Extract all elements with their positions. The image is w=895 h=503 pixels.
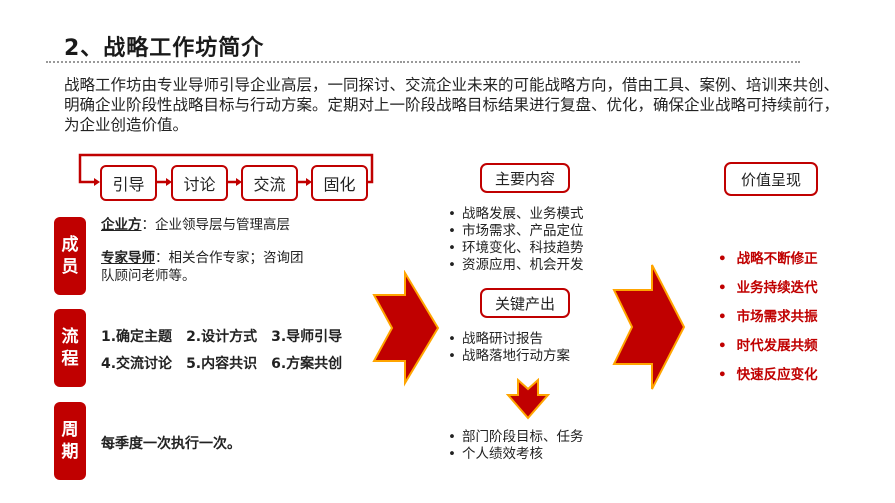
cycle-step-discuss: 讨论 <box>171 165 228 201</box>
process-step: 5.内容共识 <box>186 356 258 372</box>
value-item: 战略不断修正 <box>718 247 818 276</box>
member-expert: 专家导师：相关合作专家；咨询团队顾问老师等。 <box>101 249 311 285</box>
member-enterprise: 企业方：企业领导层与管理高层 <box>101 216 290 234</box>
cycle-step-guide: 引导 <box>100 165 157 201</box>
cycle-step-solidify: 固化 <box>311 165 368 201</box>
process-tag: 流 程 <box>54 309 86 387</box>
value-item: 市场需求共振 <box>718 305 818 334</box>
members-tag-char: 员 <box>61 257 79 277</box>
main-content-item: 环境变化、科技趋势 <box>448 240 584 257</box>
members-tag: 成 员 <box>54 217 86 295</box>
key-output-list: 战略研讨报告 战略落地行动方案 <box>448 331 570 365</box>
process-step: 3.导师引导 <box>271 329 343 345</box>
key-output-sub-list: 部门阶段目标、任务 个人绩效考核 <box>448 429 584 463</box>
value-header: 价值呈现 <box>724 162 818 196</box>
member-expert-value: ：相关合作专家；咨询团队顾问老师等。 <box>101 250 304 284</box>
arrow-right-icon-2 <box>612 264 686 390</box>
value-item: 时代发展共频 <box>718 334 818 363</box>
members-tag-char: 成 <box>61 235 79 255</box>
process-step: 2.设计方式 <box>186 329 258 345</box>
process-tag-char: 程 <box>61 349 79 369</box>
arrow-right-icon <box>372 270 440 387</box>
key-output-item: 战略落地行动方案 <box>448 348 570 365</box>
cycle-step-exchange: 交流 <box>241 165 298 201</box>
process-tag-char: 流 <box>61 327 79 347</box>
key-output-header: 关键产出 <box>480 288 570 318</box>
process-row-1: 1.确定主题 2.设计方式 3.导师引导 <box>101 326 356 346</box>
process-row-2: 4.交流讨论 5.内容共识 6.方案共创 <box>101 353 356 373</box>
main-content-list: 战略发展、业务模式 市场需求、产品定位 环境变化、科技趋势 资源应用、机会开发 <box>448 206 584 274</box>
title-divider <box>46 61 402 63</box>
member-enterprise-key: 企业方 <box>101 217 142 233</box>
period-text: 每季度一次执行一次。 <box>101 436 241 452</box>
process-step: 6.方案共创 <box>271 356 343 372</box>
member-enterprise-value: ：企业领导层与管理高层 <box>141 217 291 233</box>
intro-paragraph: 战略工作坊由专业导师引导企业高层，一同探讨、交流企业未来的可能战略方向，借由工具… <box>64 76 840 134</box>
period-tag-char: 期 <box>61 442 79 462</box>
value-list: 战略不断修正 业务持续迭代 市场需求共振 时代发展共频 快速反应变化 <box>718 247 818 392</box>
main-content-item: 资源应用、机会开发 <box>448 257 584 274</box>
process-step: 1.确定主题 <box>101 329 173 345</box>
member-expert-key: 专家导师 <box>101 250 155 266</box>
key-output-sub-item: 部门阶段目标、任务 <box>448 429 584 446</box>
key-output-item: 战略研讨报告 <box>448 331 570 348</box>
arrow-down-icon <box>506 378 550 420</box>
main-content-item: 市场需求、产品定位 <box>448 223 584 240</box>
period-tag-char: 周 <box>61 420 79 440</box>
value-item: 业务持续迭代 <box>718 276 818 305</box>
main-content-item: 战略发展、业务模式 <box>448 206 584 223</box>
main-content-header: 主要内容 <box>480 163 570 193</box>
title-divider-right <box>400 61 800 63</box>
value-item: 快速反应变化 <box>718 363 818 392</box>
cycle-loop-connector <box>78 153 374 186</box>
page-title: 2、战略工作坊简介 <box>64 36 265 61</box>
period-tag: 周 期 <box>54 402 86 480</box>
key-output-sub-item: 个人绩效考核 <box>448 446 583 463</box>
process-step: 4.交流讨论 <box>101 356 173 372</box>
